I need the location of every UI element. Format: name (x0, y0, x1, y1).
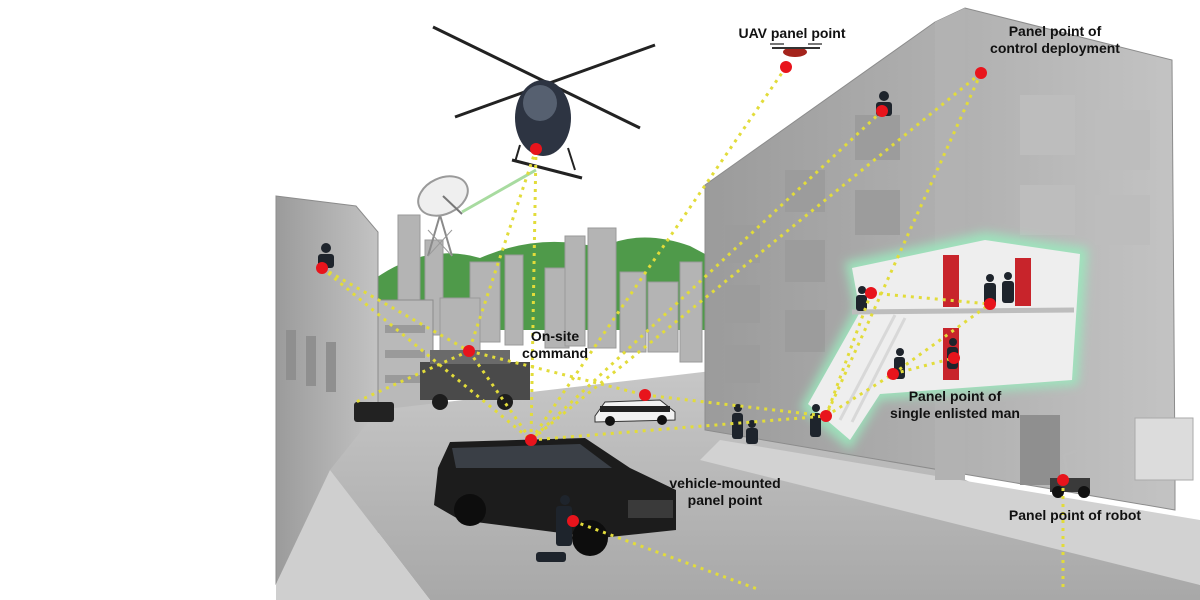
left-sidewalk (276, 470, 430, 600)
soldier-icon (1002, 272, 1014, 303)
vehicle-mounted-label-line1: vehicle-mounted (669, 475, 781, 491)
soldier-icon (810, 404, 821, 437)
onsite-command-node (463, 345, 475, 357)
uav-node (780, 61, 792, 73)
command-truck-icon (420, 350, 530, 410)
vehicle-mounted-label: vehicle-mounted panel point (655, 475, 795, 509)
single-enlisted-node (887, 368, 899, 380)
helicopter-icon (432, 25, 656, 180)
police-car-icon (594, 399, 676, 426)
soldier-icon (746, 420, 758, 444)
uav-icon (770, 43, 822, 57)
panel-point-nodes (316, 61, 1069, 527)
vehicle-mounted-label-line2: panel point (687, 492, 763, 508)
control-deployment-label-line2: control deployment (990, 40, 1120, 56)
suv-vehicle-icon (434, 438, 676, 556)
single-enlisted-label-line1: Panel point of (908, 388, 1002, 404)
distant-skyline (397, 214, 703, 363)
satellite-link (461, 168, 537, 214)
onsite-command-label-line1: On-site (530, 328, 580, 344)
street (330, 370, 1200, 600)
communication-links (321, 66, 1065, 592)
robot-label: Panel point of robot (1008, 507, 1142, 523)
control-deployment-node (975, 67, 987, 79)
room-soldier-node (984, 298, 996, 310)
control-deployment-label: Panel point of control deployment (960, 23, 1150, 57)
street-soldier-node (820, 410, 832, 422)
satellite-dish-icon (417, 175, 469, 257)
single-enlisted-label: Panel point of single enlisted man (870, 388, 1040, 422)
doorway-soldier-node (948, 352, 960, 364)
left-soldier-node (316, 262, 328, 274)
parked-car-icon (354, 402, 394, 422)
soldier-icon (732, 404, 743, 439)
uav-label: UAV panel point (738, 25, 846, 41)
right-sidewalk (700, 440, 1200, 585)
rooftop-soldier-node (876, 105, 888, 117)
soldier-icon (536, 495, 572, 562)
helicopter-node (530, 143, 542, 155)
vehicle-node (525, 434, 537, 446)
onsite-command-label-line2: command (521, 345, 589, 361)
soldier-icon (856, 286, 867, 311)
onsite-command-label: On-site command (505, 328, 605, 362)
robot-node (1057, 474, 1069, 486)
police-car-node (639, 389, 651, 401)
kneeling-soldier-node (567, 515, 579, 527)
stair-soldier-node (865, 287, 877, 299)
control-deployment-label-line1: Panel point of (1008, 23, 1102, 39)
single-enlisted-label-line2: single enlisted man (890, 405, 1020, 421)
